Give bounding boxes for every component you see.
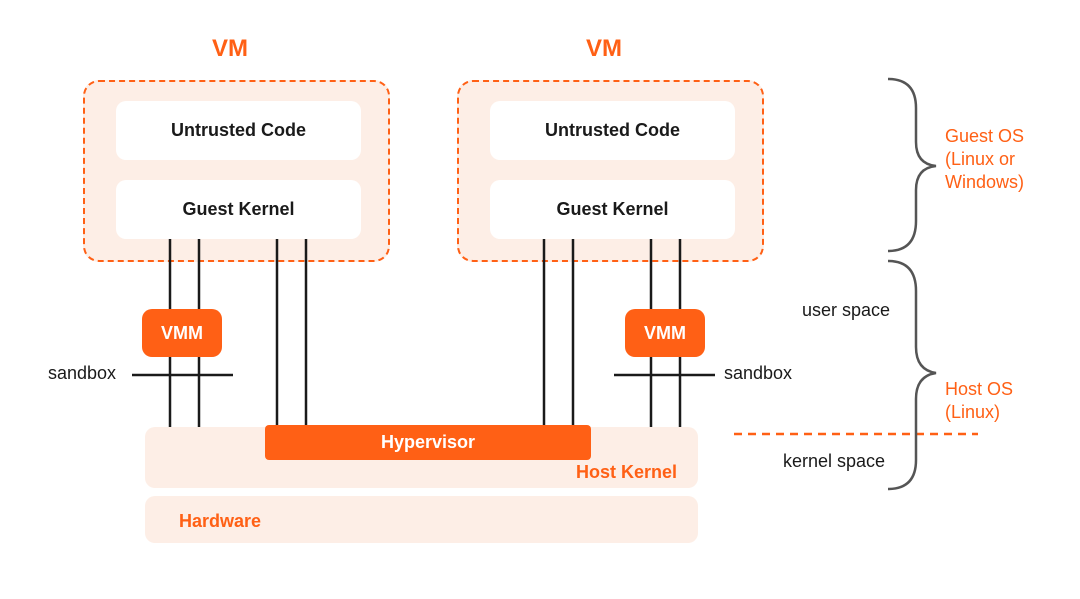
vmm-left: VMM xyxy=(142,309,222,357)
user-space-label: user space xyxy=(802,300,891,320)
guest-os-line-1: Guest OS xyxy=(945,126,1025,146)
guest-kernel-left: Guest Kernel xyxy=(116,180,361,239)
guest-os-line-3: Windows) xyxy=(945,172,1025,192)
host-kernel-label: Host Kernel xyxy=(576,462,678,482)
untrusted-code-left: Untrusted Code xyxy=(116,101,361,160)
untrusted-code-right: Untrusted Code xyxy=(490,101,735,160)
hardware-label: Hardware xyxy=(179,511,262,531)
guest-os-line-2: (Linux or xyxy=(945,149,1016,169)
sandbox-label-right: sandbox xyxy=(724,363,793,383)
host-os-line-1: Host OS xyxy=(945,379,1014,399)
kernel-space-label: kernel space xyxy=(783,451,886,471)
sandbox-label-left: sandbox xyxy=(48,363,117,383)
guest-os-label: Guest OS (Linux or Windows) xyxy=(945,125,1024,194)
host-os-brace xyxy=(887,259,937,491)
host-os-line-2: (Linux) xyxy=(945,402,1001,422)
vmm-right: VMM xyxy=(625,309,705,357)
vm-title-left: VM xyxy=(212,35,248,62)
vm-title-right: VM xyxy=(586,35,622,62)
hypervisor-block: Hypervisor xyxy=(265,425,591,460)
guest-os-brace xyxy=(887,77,937,253)
guest-kernel-right: Guest Kernel xyxy=(490,180,735,239)
host-os-label: Host OS (Linux) xyxy=(945,378,1013,424)
hardware-band xyxy=(145,496,698,543)
